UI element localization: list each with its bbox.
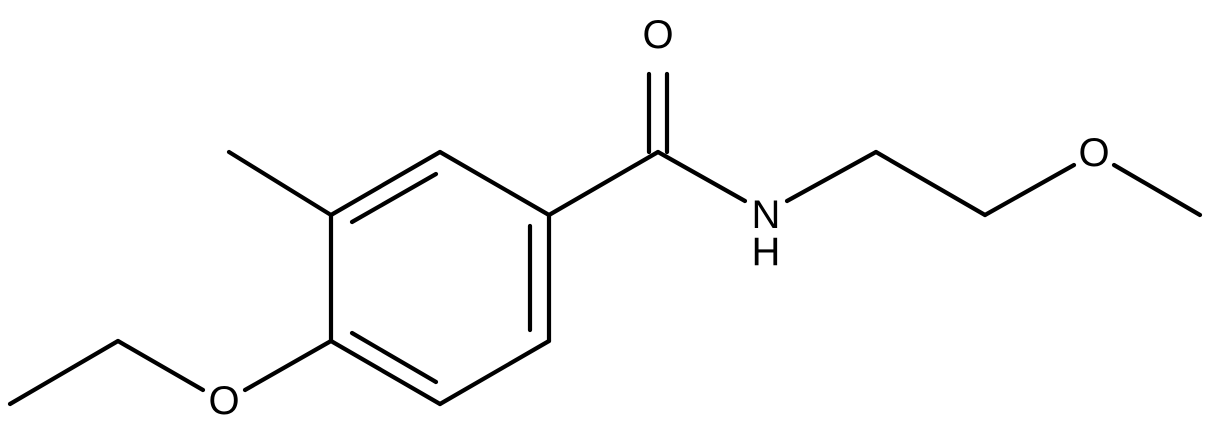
ethoxy-ch2-to-ch3-bond [7,338,121,407]
carbonyl-oxygen-label: O [642,13,673,57]
ring-inner-bond-c2-c3 [349,171,439,225]
ch2-to-ch2-bond [873,149,988,218]
nitrogen-to-ch2-bond [784,149,879,204]
amide-hydrogen-label: H [752,230,781,274]
methyl-bond [226,149,334,218]
ethoxy-oxygen-label: O [208,379,239,423]
benzene-ring [328,149,552,407]
ring-to-ethoxy-oxygen-bond [242,338,334,393]
amide-nitrogen-label: N [752,193,781,237]
ring-bond-c1-c2 [437,149,552,218]
ring-inner-bond-c4-c5 [349,330,439,385]
ch2-to-ether-oxygen-bond [982,162,1077,218]
ethoxy-oxygen-to-ch2-bond [115,338,206,393]
ring-bond-c4-c5 [328,338,443,407]
ring-to-carbonyl-bond [546,149,661,218]
ether-oxygen-label: O [1078,131,1109,175]
ether-oxygen-to-methyl-bond [1111,162,1203,218]
ring-bond-c5-c6 [437,338,552,407]
carbonyl-to-nitrogen-bond [655,149,748,204]
ring-bond-c2-c3 [328,149,443,218]
